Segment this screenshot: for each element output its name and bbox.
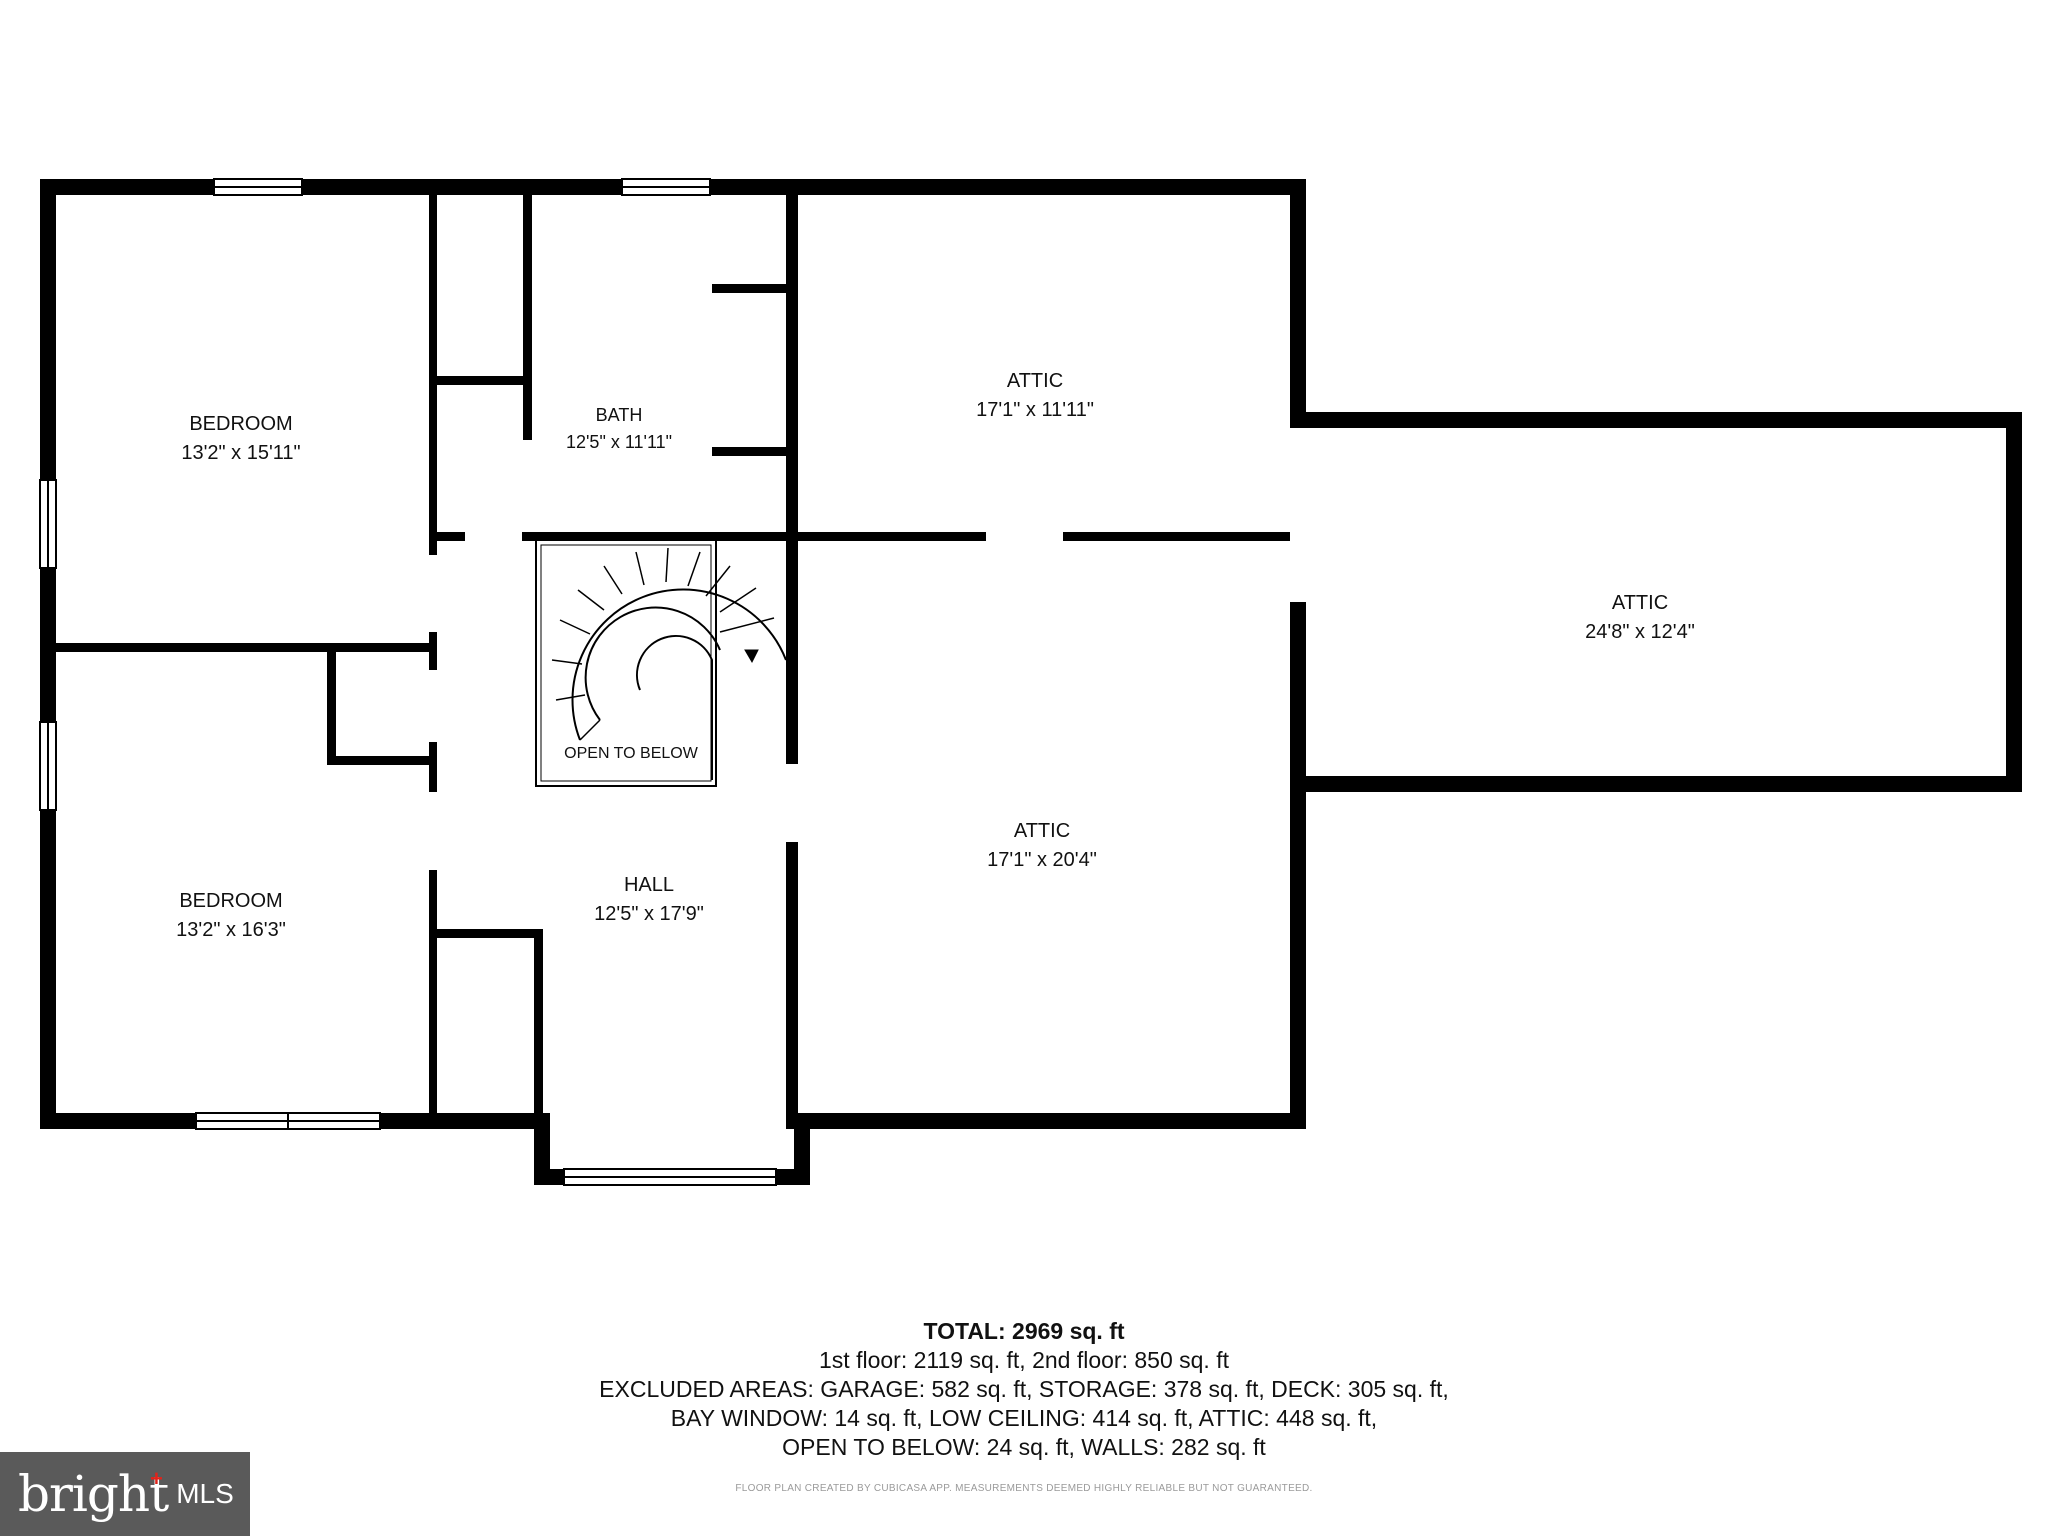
logo-plus-icon: + — [150, 1466, 163, 1491]
room-dim-bedroom-lower: 13'2" x 16'3" — [176, 919, 286, 941]
logo-word: bright — [18, 1465, 169, 1523]
room-labels: BEDROOM 13'2" x 15'11" BATH 12'5" x 11'1… — [176, 370, 1695, 941]
walls — [40, 179, 2022, 1185]
disclaimer: FLOOR PLAN CREATED BY CUBICASA APP. MEAS… — [735, 1483, 1313, 1494]
room-dim-bedroom-upper: 13'2" x 15'11" — [181, 442, 300, 464]
room-dim-hall: 12'5" x 17'9" — [594, 903, 704, 925]
summary-line-4: OPEN TO BELOW: 24 sq. ft, WALLS: 282 sq.… — [782, 1434, 1266, 1460]
bright-mls-logo: bright MLS + — [0, 1452, 250, 1536]
logo-mls: MLS — [176, 1478, 234, 1509]
stairs-label: OPEN TO BELOW — [564, 745, 699, 762]
summary-line-3: BAY WINDOW: 14 sq. ft, LOW CEILING: 414 … — [670, 1405, 1378, 1431]
windows — [39, 178, 777, 1186]
spiral-staircase — [535, 539, 787, 787]
room-name-attic-upper: ATTIC — [1007, 370, 1063, 392]
floor-plan: BEDROOM 13'2" x 15'11" BATH 12'5" x 11'1… — [39, 178, 2022, 1186]
room-name-attic-annex: ATTIC — [1612, 592, 1668, 614]
room-dim-bath: 12'5" x 11'11" — [566, 432, 672, 452]
room-name-bedroom-lower: BEDROOM — [179, 890, 282, 912]
room-name-bath: BATH — [596, 405, 643, 425]
summary-line-1: 1st floor: 2119 sq. ft, 2nd floor: 850 s… — [819, 1347, 1229, 1373]
total-area: TOTAL: 2969 sq. ft — [923, 1318, 1125, 1344]
room-dim-attic-annex: 24'8" x 12'4" — [1585, 621, 1695, 643]
room-name-hall: HALL — [624, 874, 674, 896]
room-dim-attic-upper: 17'1" x 11'11" — [976, 399, 1094, 421]
area-summary: TOTAL: 2969 sq. ft 1st floor: 2119 sq. f… — [0, 1316, 2048, 1462]
room-dim-attic-lower: 17'1" x 20'4" — [987, 849, 1097, 871]
room-name-attic-lower: ATTIC — [1014, 820, 1070, 842]
summary-line-2: EXCLUDED AREAS: GARAGE: 582 sq. ft, STOR… — [599, 1376, 1449, 1402]
room-name-bedroom-upper: BEDROOM — [189, 413, 292, 435]
